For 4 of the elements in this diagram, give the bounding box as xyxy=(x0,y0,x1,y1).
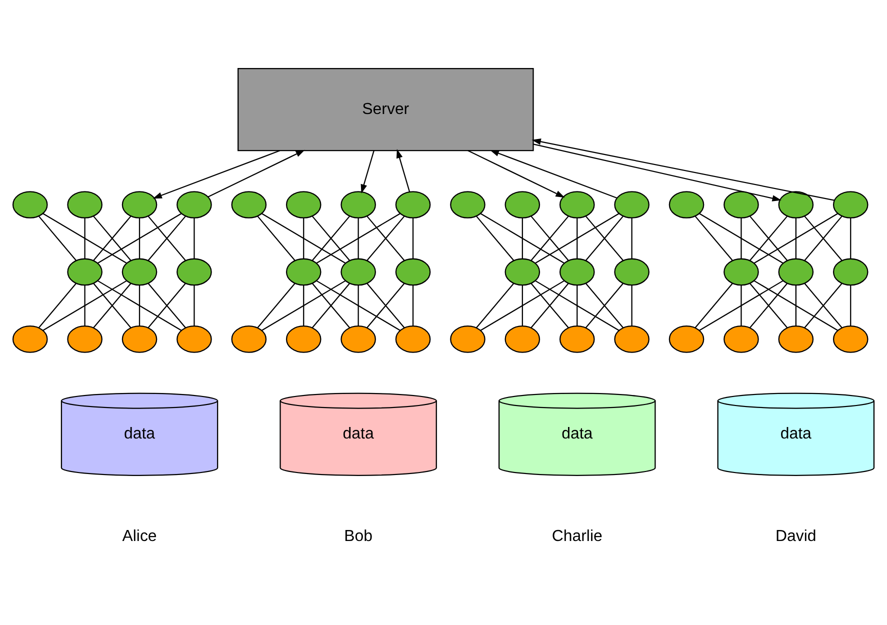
node-label: Alice xyxy=(122,528,157,545)
node-label: Bob xyxy=(344,528,372,545)
node-label: Charlie xyxy=(552,528,602,545)
node-label: David xyxy=(776,528,816,545)
